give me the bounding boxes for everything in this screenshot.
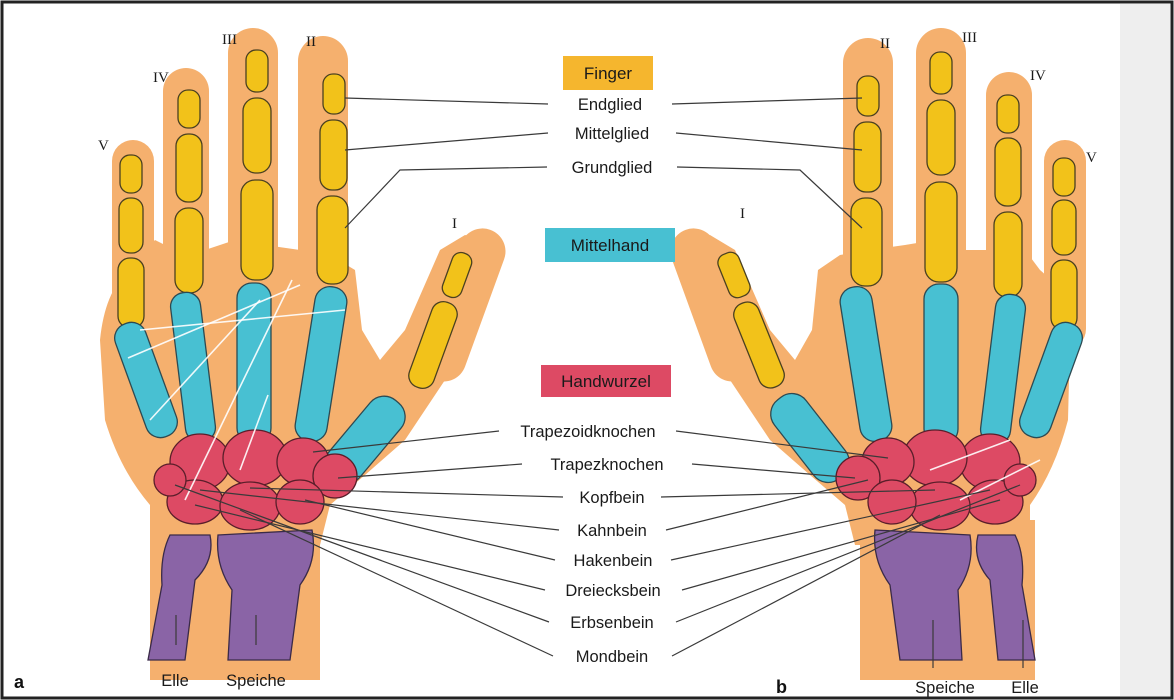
label-mittelglied: Mittelglied [575,125,649,143]
roman-left-3: III [222,32,237,48]
handwurzel-badge: Handwurzel [541,365,671,397]
label-a-elle: Elle [161,672,189,690]
right-forearm [875,530,1035,660]
label-kopfbein: Kopfbein [579,489,644,507]
label-trapezoidknochen: Trapezoidknochen [520,423,655,441]
label-kahnbein: Kahnbein [577,522,647,540]
roman-right-2: II [880,36,890,52]
finger-badge: Finger [563,56,653,90]
roman-left-4: II [306,34,316,50]
label-mondbein: Mondbein [576,648,648,666]
label-endglied: Endglied [578,96,642,114]
page-edge-shadow [1120,4,1170,696]
label-b-speiche: Speiche [915,679,975,697]
label-dreiecksbein: Dreiecksbein [565,582,660,600]
roman-right-1: I [740,206,745,222]
panel-letter-a: a [14,672,25,692]
roman-left-2: IV [153,70,169,86]
mittelhand-badge: Mittelhand [545,228,675,262]
roman-right-3: III [962,30,977,46]
label-hakenbein: Hakenbein [574,552,653,570]
panel-letter-b: b [776,677,787,697]
handwurzel-category-label: Handwurzel [561,372,651,391]
label-grundglied: Grundglied [572,159,653,177]
mittelhand-category-label: Mittelhand [571,236,649,255]
label-erbsenbein: Erbsenbein [570,614,653,632]
label-a-speiche: Speiche [226,672,286,690]
roman-right-4: IV [1030,68,1046,84]
label-b-elle: Elle [1011,679,1039,697]
roman-left-1: V [98,138,109,154]
finger-category-label: Finger [584,64,633,83]
roman-left-5: I [452,216,457,232]
label-trapezknochen: Trapezknochen [550,456,663,474]
roman-right-5: V [1086,150,1097,166]
